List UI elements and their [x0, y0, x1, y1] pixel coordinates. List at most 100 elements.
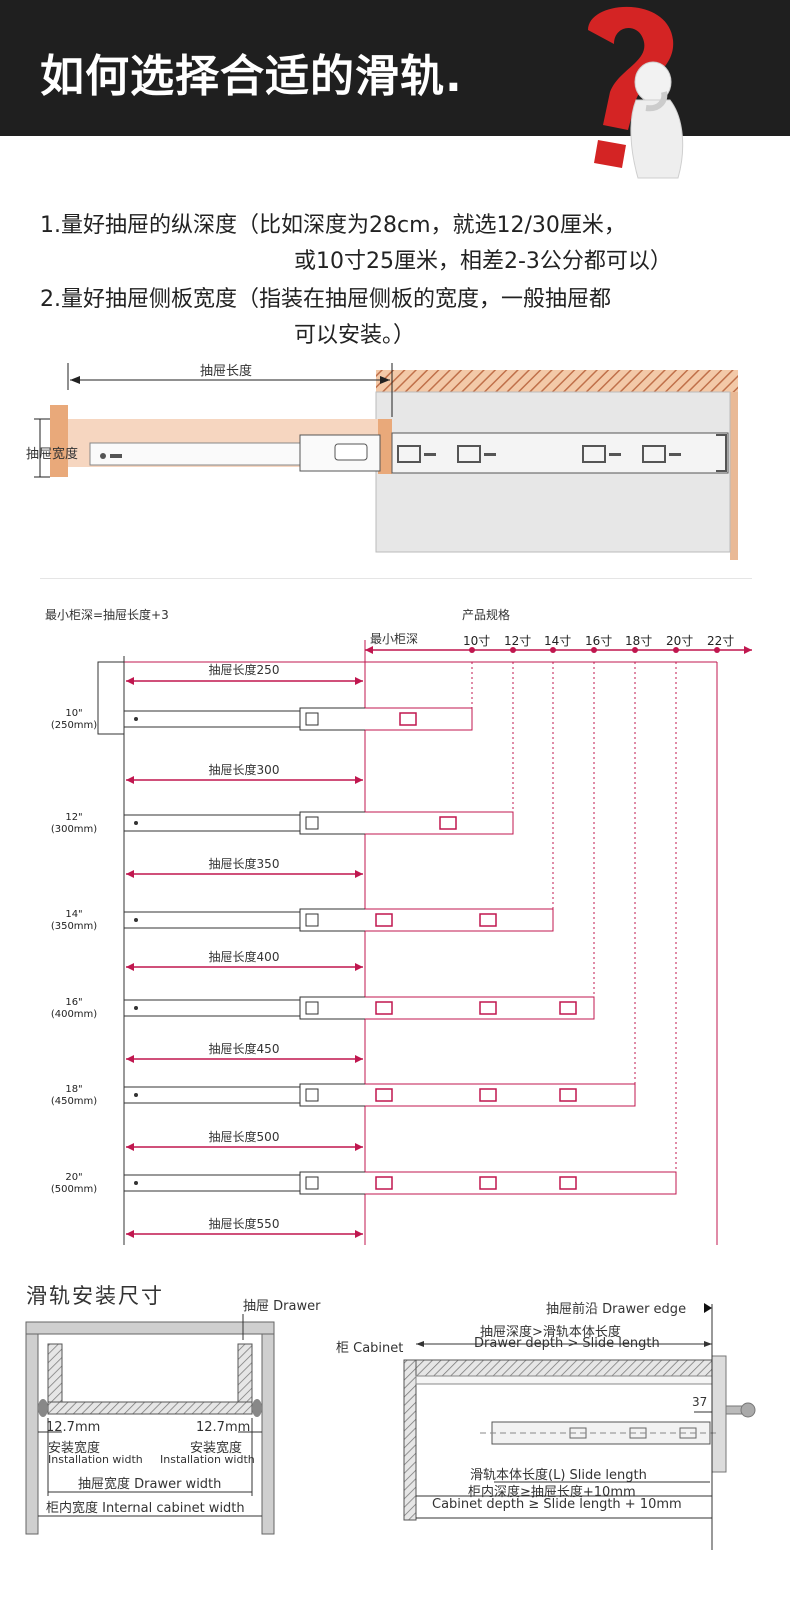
cabinet-depth-en-label: Cabinet depth ≥ Slide length + 10mm: [432, 1497, 682, 1512]
tick-label: 22寸: [707, 634, 735, 648]
length-label-300: 抽屉长度300: [208, 763, 280, 777]
slide-hole: [439, 816, 457, 830]
slide-hole: [375, 1088, 393, 1102]
min-depth-label: 最小柜深: [370, 632, 419, 646]
tick-mark: [591, 647, 597, 653]
instruction-2: 2.量好抽屉侧板宽度（指装在抽屉侧板的宽度，一般抽屉都: [40, 287, 611, 312]
slide-hole: [375, 913, 393, 927]
slide-inner: [123, 814, 301, 832]
slide-middle: [299, 996, 367, 1020]
drawer-depth-cn-label: 抽屉深度>滑轨本体长度: [480, 1325, 621, 1340]
install-width-en-left: Installation width: [48, 1453, 143, 1466]
slide-inner: [123, 1174, 301, 1192]
tick-mark: [469, 647, 475, 653]
drawer-length-label: 抽屉长度: [200, 364, 253, 379]
drawer-edge-label: 抽屉前沿 Drawer edge: [546, 1302, 687, 1317]
arrow-head: [355, 870, 363, 878]
slide-outer: [365, 908, 554, 932]
size-label-18: 18"(450mm): [50, 1084, 98, 1107]
arrow-head: [355, 1055, 363, 1063]
screw-hole: [134, 821, 138, 825]
tick-label: 16寸: [585, 634, 613, 648]
length-label-400: 抽屉长度400: [208, 950, 280, 964]
tick-mark: [632, 647, 638, 653]
slide-side-diagram: [34, 363, 738, 560]
slide-hole: [375, 1001, 393, 1015]
slide-outer: [365, 707, 473, 731]
slide-hole: [479, 913, 497, 927]
slide-inner: [123, 911, 301, 929]
slide-hole: [399, 712, 417, 726]
spec-chart-graphic: [97, 640, 752, 1245]
drawer-depth-en-label: Drawer depth > Slide length: [474, 1336, 660, 1351]
drawer-label: 抽屉 Drawer: [243, 1299, 321, 1314]
cabinet-label: 柜 Cabinet: [336, 1341, 404, 1356]
slide-hole: [479, 1088, 497, 1102]
tick-mark: [714, 647, 720, 653]
product-spec-label: 产品规格: [462, 608, 511, 622]
question-figure-icon: [588, 6, 684, 179]
screw-hole: [134, 1093, 138, 1097]
slide-outer: [365, 811, 514, 835]
slide-bracket: [305, 712, 319, 726]
tick-label: 14寸: [544, 634, 572, 648]
slide-middle: [299, 707, 367, 731]
slide-outer: [365, 1083, 636, 1107]
screw-hole: [134, 1181, 138, 1185]
slide-hole: [479, 1176, 497, 1190]
install-width-en-right: Installation width: [160, 1453, 255, 1466]
install-width-cn-right: 安装宽度: [190, 1441, 243, 1456]
tick-label: 20寸: [666, 634, 694, 648]
instruction-1: 1.量好抽屉的纵深度（比如深度为28cm，就选12/30厘米，: [40, 213, 626, 238]
slide-bracket: [305, 1001, 319, 1015]
slide-outer: [365, 1171, 677, 1195]
tick-label: 10寸: [463, 634, 491, 648]
cabinet-inner-width-label: 柜内宽度 Internal cabinet width: [46, 1501, 245, 1516]
arrow-head: [126, 776, 134, 784]
slide-middle: [299, 1171, 367, 1195]
size-label-12: 12"(300mm): [50, 812, 98, 835]
instruction-2-cont: 可以安装。）: [294, 323, 416, 348]
arrow-head: [126, 1143, 134, 1151]
arrow-head: [355, 776, 363, 784]
divider: [40, 578, 752, 579]
slide-hole: [375, 1176, 393, 1190]
tick-label: 18寸: [625, 634, 653, 648]
min-depth-formula: 最小柜深=抽屉长度+3: [45, 608, 169, 622]
slide-bracket: [305, 816, 319, 830]
length-label-500: 抽屉长度500: [208, 1130, 280, 1144]
arrow-head: [126, 1055, 134, 1063]
length-label-250: 抽屉长度250: [208, 663, 280, 677]
slide-middle: [299, 811, 367, 835]
cabinet-depth-cn-label: 柜内深度≥抽屉长度+10mm: [468, 1485, 636, 1500]
size-label-20: 20"(500mm): [50, 1172, 98, 1195]
screw-hole: [134, 1006, 138, 1010]
drawer-width-dim-label: 抽屉宽度 Drawer width: [78, 1477, 222, 1492]
size-label-16: 16"(400mm): [50, 997, 98, 1020]
arrow-head: [126, 677, 134, 685]
slide-bracket: [305, 1088, 319, 1102]
screw-hole: [134, 717, 138, 721]
slide-hole: [559, 1088, 577, 1102]
length-label-550: 抽屉长度550: [208, 1217, 280, 1231]
install-section-title: 滑轨安装尺寸: [26, 1284, 164, 1308]
slide-length-label: 滑轨本体长度(L) Slide length: [470, 1468, 647, 1483]
slide-hole: [559, 1176, 577, 1190]
size-label-14: 14"(350mm): [50, 909, 98, 932]
slide-inner: [123, 1086, 301, 1104]
arrow-head: [355, 963, 363, 971]
spec-axis-arrow: [744, 646, 752, 654]
gap-right-label: 12.7mm: [196, 1420, 251, 1435]
size-label-10: 10"(250mm): [50, 708, 98, 731]
install-diagram: [25, 1303, 756, 1550]
arrow-head: [355, 1230, 363, 1238]
slide-bracket: [305, 913, 319, 927]
slide-inner: [123, 710, 301, 728]
arrow-head: [126, 870, 134, 878]
slide-middle: [299, 1083, 367, 1107]
arrow-head: [355, 677, 363, 685]
arrow-head: [126, 963, 134, 971]
slide-middle: [299, 908, 367, 932]
spec-axis-arrow: [365, 646, 373, 654]
tick-mark: [673, 647, 679, 653]
